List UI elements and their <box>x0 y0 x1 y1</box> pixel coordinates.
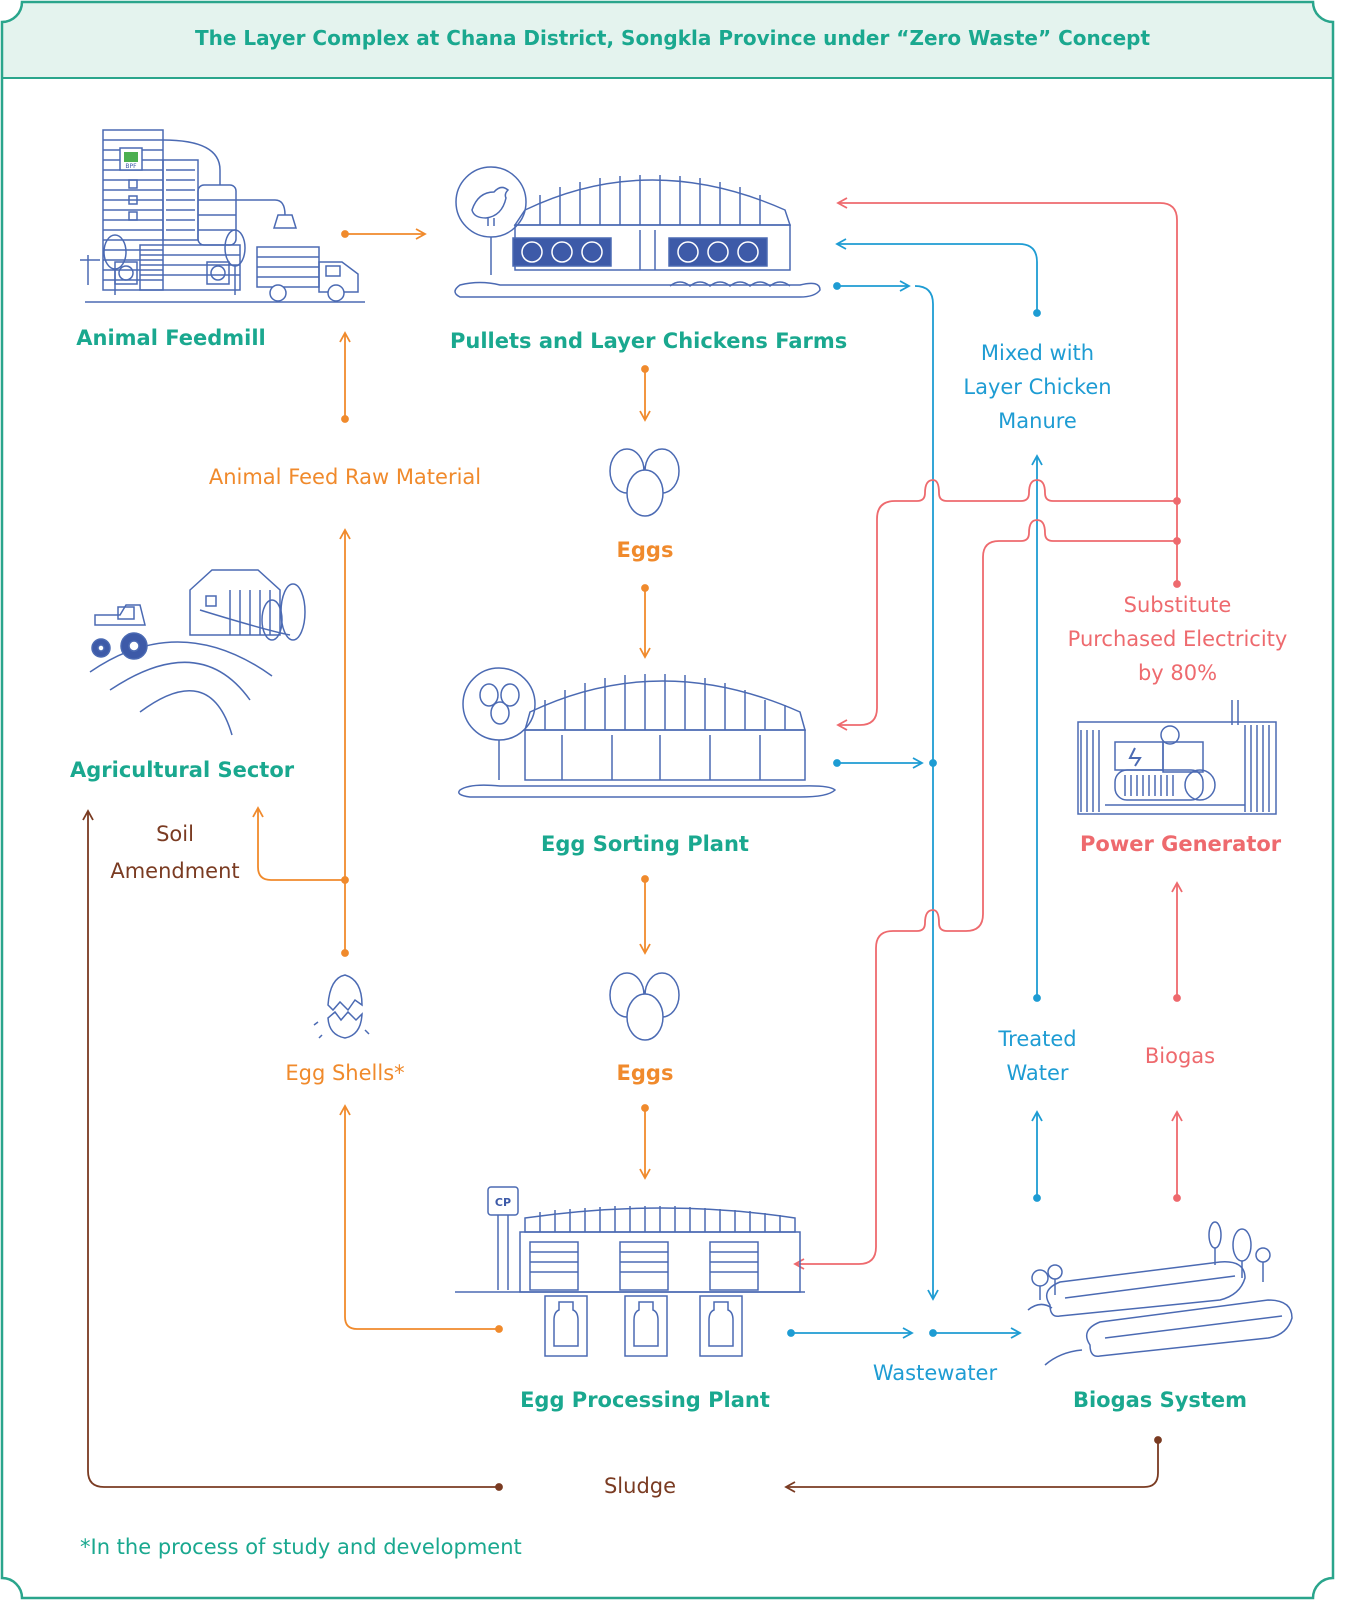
dot-eggshell-up <box>341 949 349 957</box>
page-title: The Layer Complex at Chana District, Son… <box>194 26 1151 50</box>
label-biogas-system: Biogas System <box>1072 1388 1248 1412</box>
brown-flows <box>82 809 1162 1493</box>
label-mixed-line3: Manure <box>998 409 1077 433</box>
label-processing: Egg Processing Plant <box>520 1388 770 1412</box>
biogas-digester-icon <box>1027 1221 1293 1366</box>
arrow-soil <box>252 806 345 881</box>
label-sorting: Egg Sorting Plant <box>541 832 749 856</box>
feedmill-building-icon <box>80 129 365 303</box>
label-feedmill: Animal Feedmill <box>76 326 266 350</box>
dot-raw-up <box>341 415 349 423</box>
label-agri: Agricultural Sector <box>70 758 295 782</box>
arrow-mixed-to-farm <box>835 238 1038 313</box>
eggs-icon-2 <box>609 972 680 1041</box>
label-soil-line2: Amendment <box>110 859 240 883</box>
label-substitute-line2: Purchased Electricity <box>1067 627 1288 651</box>
generator-icon <box>1077 700 1277 815</box>
dot-processing-left <box>495 1325 503 1333</box>
label-treated-line2: Water <box>1006 1061 1069 1085</box>
arrow-biogas-to-sludge <box>784 1440 1159 1493</box>
label-wastewater: Wastewater <box>872 1361 998 1385</box>
wastewater-trunk <box>914 285 939 1301</box>
label-eggs-1: Eggs <box>616 538 674 562</box>
feedmill-logo-text: BPF <box>125 163 137 170</box>
label-farms: Pullets and Layer Chickens Farms <box>450 329 848 353</box>
arrow-electricity-to-farm <box>836 197 1178 584</box>
sorting-plant-icon <box>458 667 837 798</box>
label-egg-shells: Egg Shells* <box>285 1061 405 1085</box>
eggs-icon-1 <box>609 448 680 517</box>
dot-soil-branch <box>341 876 349 884</box>
label-biogas: Biogas <box>1144 1044 1216 1068</box>
label-substitute-line3: by 80% <box>1137 661 1218 685</box>
blue-flows <box>787 238 1043 1339</box>
label-mixed-line2: Layer Chicken <box>963 375 1112 399</box>
label-substitute-line1: Substitute <box>1123 593 1232 617</box>
processing-logo-text: CP <box>495 1196 511 1209</box>
label-power-generator: Power Generator <box>1080 832 1282 856</box>
label-soil-line1: Soil <box>156 822 194 846</box>
dot-feedmill-out <box>341 230 349 238</box>
arrow-electricity-to-processing <box>793 519 1177 1270</box>
processing-plant-icon <box>455 1186 805 1357</box>
arrow-sludge-to-agri <box>82 809 499 1488</box>
label-treated-line1: Treated <box>998 1027 1077 1051</box>
arrow-electricity-to-sorting <box>836 479 1177 731</box>
orange-flows <box>252 228 651 1333</box>
tractor-farm-icon <box>89 569 306 736</box>
arrow-processing-to-eggshell <box>339 1104 499 1330</box>
label-raw-material: Animal Feed Raw Material <box>208 465 482 489</box>
chicken-house-icon <box>454 166 821 298</box>
cracked-egg-icon <box>313 974 370 1039</box>
red-flows <box>793 197 1183 1270</box>
footnote: *In the process of study and development <box>80 1535 522 1559</box>
label-eggs-2: Eggs <box>616 1061 674 1085</box>
label-sludge: Sludge <box>603 1474 677 1498</box>
label-mixed-line1: Mixed with <box>980 341 1095 365</box>
